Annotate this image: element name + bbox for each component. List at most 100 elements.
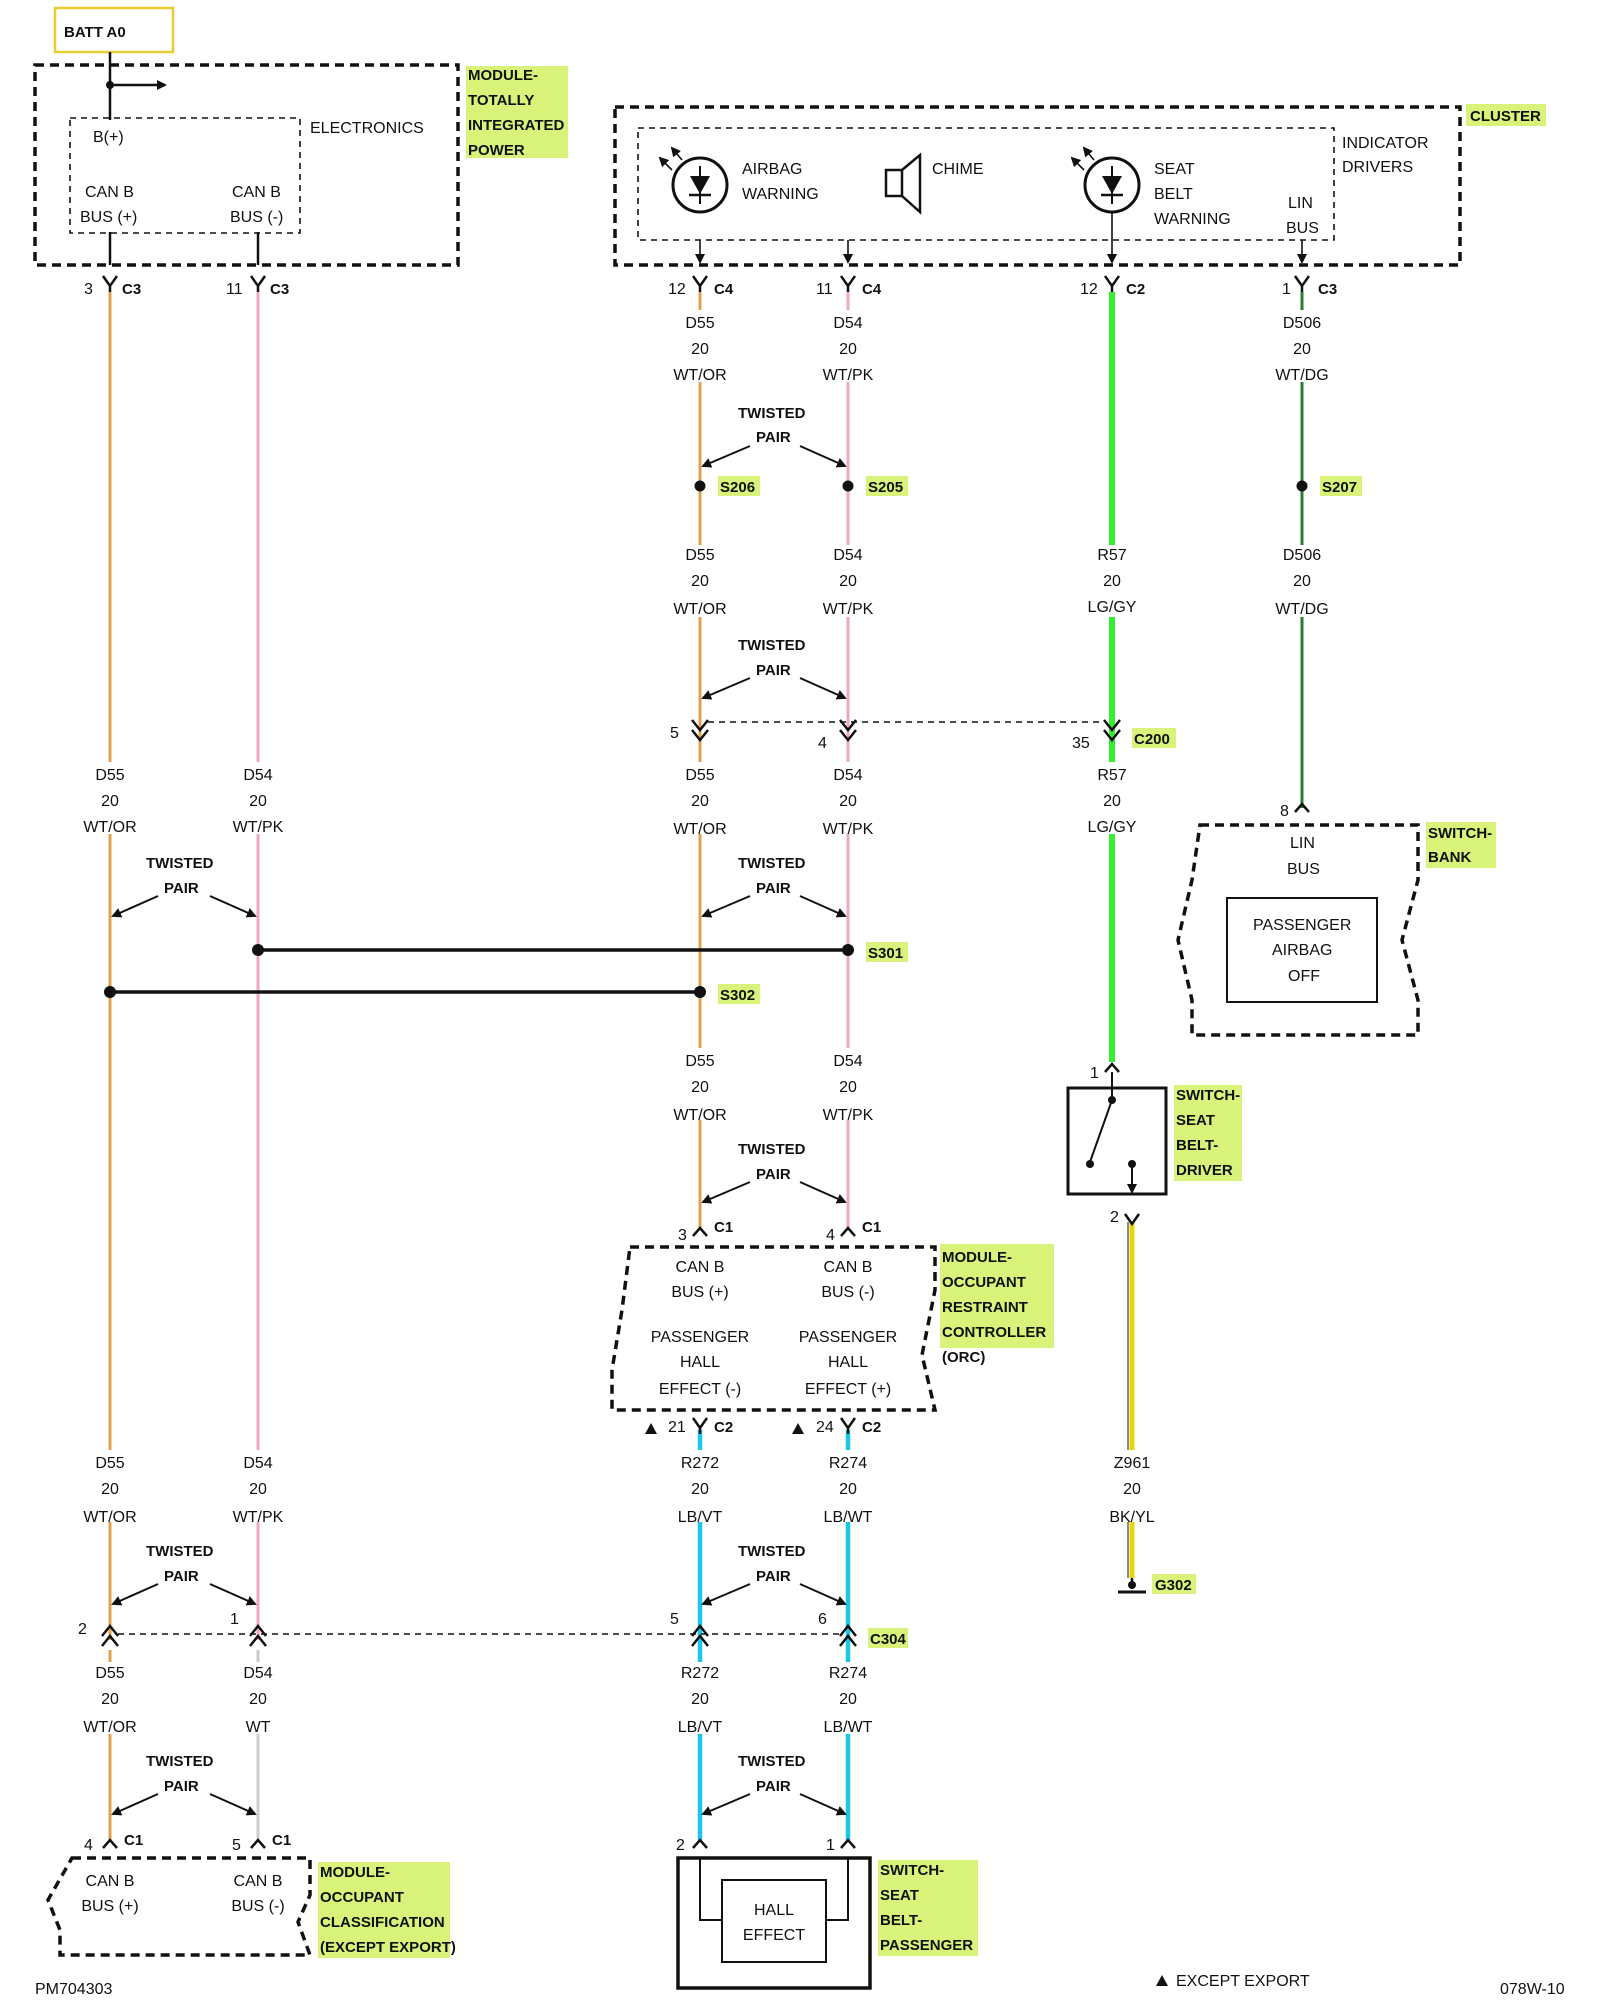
connector-c4: C4 [862,281,882,298]
wire-id: D55 [685,1053,714,1070]
hall-effect-2: EFFECT [743,1927,805,1944]
connector-c3: C3 [1318,281,1337,298]
pin-label: 5 [232,1837,241,1854]
tip-canb-neg-2: BUS (-) [230,209,283,226]
connector-c3: C3 [122,281,141,298]
wire-gauge: 20 [249,1481,267,1498]
wire-color: WT/PK [233,1509,284,1526]
connector-c1: C1 [862,1219,881,1236]
wire-gauge: 20 [249,793,267,810]
twisted-pair-label: TWISTED PAIR [701,855,847,918]
orc-title-1: MODULE- [942,1249,1012,1266]
pin-label: 4 [84,1837,93,1854]
occ-title-4: (EXCEPT EXPORT) [320,1939,456,1956]
occ-title-3: CLASSIFICATION [320,1914,445,1931]
airbag-lamp-icon [658,146,729,214]
tip-canb-pos-1: CAN B [85,184,134,201]
wire-gauge: 20 [691,1079,709,1096]
passenger-airbag-off-1: PASSENGER [1253,917,1351,934]
wire-id: D55 [95,1665,124,1682]
except-export-marker [792,1423,804,1434]
wire-gauge: 20 [1123,1481,1141,1498]
passenger-airbag-off-3: OFF [1288,968,1320,985]
pin-label: 6 [818,1611,827,1628]
pin-label: 1 [1282,281,1291,298]
svg-text:TWISTED: TWISTED [146,1543,214,1560]
wire-id: R274 [829,1665,867,1682]
twisted-pair-label: TWISTED PAIR [701,1753,847,1816]
svg-text:TWISTED: TWISTED [738,1141,806,1158]
ground-symbol [1118,1578,1146,1594]
orc-canb-neg-1: CAN B [824,1259,873,1276]
passenger-airbag-off-box [1226,897,1378,1003]
airbag-warning-1: AIRBAG [742,161,802,178]
wire-color: WT/DG [1275,601,1328,618]
wire-id: R272 [681,1665,719,1682]
tip-canb-neg-1: CAN B [232,184,281,201]
wire-gauge: 20 [839,1691,857,1708]
switch-seat-pass-2: SEAT [880,1887,919,1904]
svg-text:PAIR: PAIR [756,1568,791,1585]
orc-hall-pos-1: PASSENGER [799,1329,897,1346]
except-export-legend-marker [1156,1975,1168,1986]
orc-canb-pos-1: CAN B [676,1259,725,1276]
pin-label: 35 [1072,735,1090,752]
switch-seat-pass-4: PASSENGER [880,1937,973,1954]
connector-c3: C3 [270,281,289,298]
connector-c4: C4 [714,281,734,298]
switch-bank-lin-1: LIN [1290,835,1315,852]
tip-bplus-label: B(+) [93,129,124,146]
wire-gauge: 20 [249,1691,267,1708]
wire-id: D54 [243,1455,272,1472]
wire-color: WT/OR [83,1719,136,1736]
switch-seat-belt-passenger-box [676,1856,872,1990]
pin-label: 4 [818,735,827,752]
pin-label: 11 [226,281,243,298]
tip-title-2: TOTALLY [468,92,534,109]
switch-seat-driver-2: SEAT [1176,1112,1215,1129]
svg-text:TWISTED: TWISTED [738,1543,806,1560]
cluster-pin-arrows [695,212,1307,264]
wire-color: LB/VT [678,1509,723,1526]
wire-color: LB/WT [824,1719,873,1736]
wire-id: D54 [833,547,862,564]
seat-belt-warning-1: SEAT [1154,161,1195,178]
batt-label: BATT A0 [64,24,126,41]
hall-effect-1: HALL [754,1902,794,1919]
wire-gauge: 20 [101,793,119,810]
connector-c304: C304 [870,1631,907,1648]
tip-title-3: INTEGRATED [468,117,565,134]
cluster-lin-1: LIN [1288,195,1313,212]
switch-bank-lin-2: BUS [1287,861,1320,878]
wire-id: R57 [1097,767,1126,784]
connector-c200: C200 [1134,731,1170,748]
wire-gauge: 20 [1103,793,1121,810]
switch-seat-pass-3: BELT- [880,1912,922,1929]
wire-gauge: 20 [1293,341,1311,358]
pin-label: 5 [670,725,679,742]
occ-canb-pos-2: BUS (+) [81,1898,138,1915]
wire-id: R272 [681,1455,719,1472]
wire-id: R274 [829,1455,867,1472]
wire-color: LG/GY [1088,819,1137,836]
pin-label: 1 [826,1837,835,1854]
tip-electronics-outline [69,117,301,234]
pin-label: 1 [230,1611,239,1628]
wire-color: LB/VT [678,1719,723,1736]
svg-text:PAIR: PAIR [756,1166,791,1183]
svg-text:PAIR: PAIR [756,662,791,679]
pin-label: 24 [816,1419,834,1436]
twisted-pair-label: TWISTED PAIR [111,1753,257,1816]
pin-label: 1 [1090,1065,1099,1082]
cluster-indicator-1: INDICATOR [1342,135,1429,152]
pin-label: 2 [1110,1209,1119,1226]
cluster-indicator-2: DRIVERS [1342,159,1413,176]
pin-label: 2 [78,1621,87,1638]
wire-color: WT/PK [233,819,284,836]
wire-color: WT/PK [823,821,874,838]
except-export-marker [645,1423,657,1434]
airbag-warning-2: WARNING [742,186,819,203]
wire-id: R57 [1097,547,1126,564]
wire-id: D506 [1283,547,1321,564]
